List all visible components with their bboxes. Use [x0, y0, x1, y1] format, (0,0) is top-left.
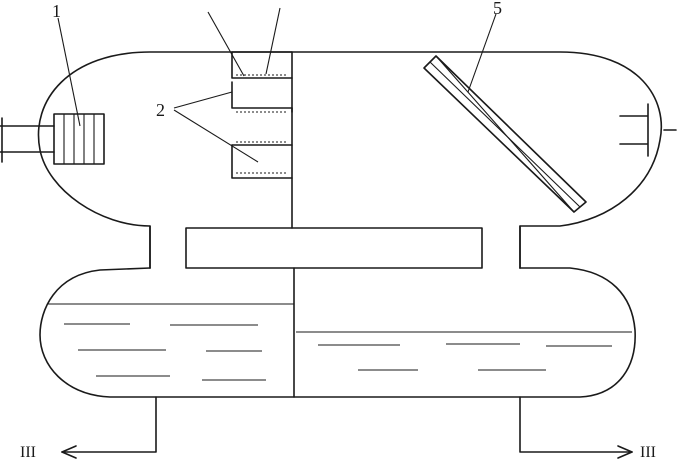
- leader-2b: [173, 109, 259, 163]
- leader-5: [467, 13, 497, 93]
- label-part-2: 2: [156, 100, 165, 120]
- upper-chamber: [37, 51, 662, 269]
- inclined-plate: [423, 55, 587, 213]
- liquid-right: [296, 331, 632, 371]
- leader-2a: [173, 91, 233, 109]
- heater-block: [53, 113, 105, 165]
- central-connector: [185, 227, 483, 269]
- lower-chamber: [39, 267, 636, 398]
- left-bottom-outlet: [61, 396, 157, 453]
- leader-1: [57, 17, 81, 127]
- label-part-1: 1: [52, 1, 61, 21]
- right-arrow-head: [617, 445, 633, 459]
- left-arrow-head: [61, 445, 77, 459]
- leader-top-a: [207, 11, 245, 77]
- right-outlet-pipe: [619, 103, 649, 157]
- right-bottom-outlet: [519, 396, 633, 453]
- label-outlet-right: III: [640, 444, 656, 461]
- leader-top-b: [265, 7, 281, 75]
- label-outlet-left: III: [20, 444, 36, 461]
- liquid-left: [48, 303, 294, 381]
- label-part-5: 5: [493, 0, 502, 18]
- left-inlet-pipe: [0, 117, 55, 163]
- shelves: [231, 51, 293, 179]
